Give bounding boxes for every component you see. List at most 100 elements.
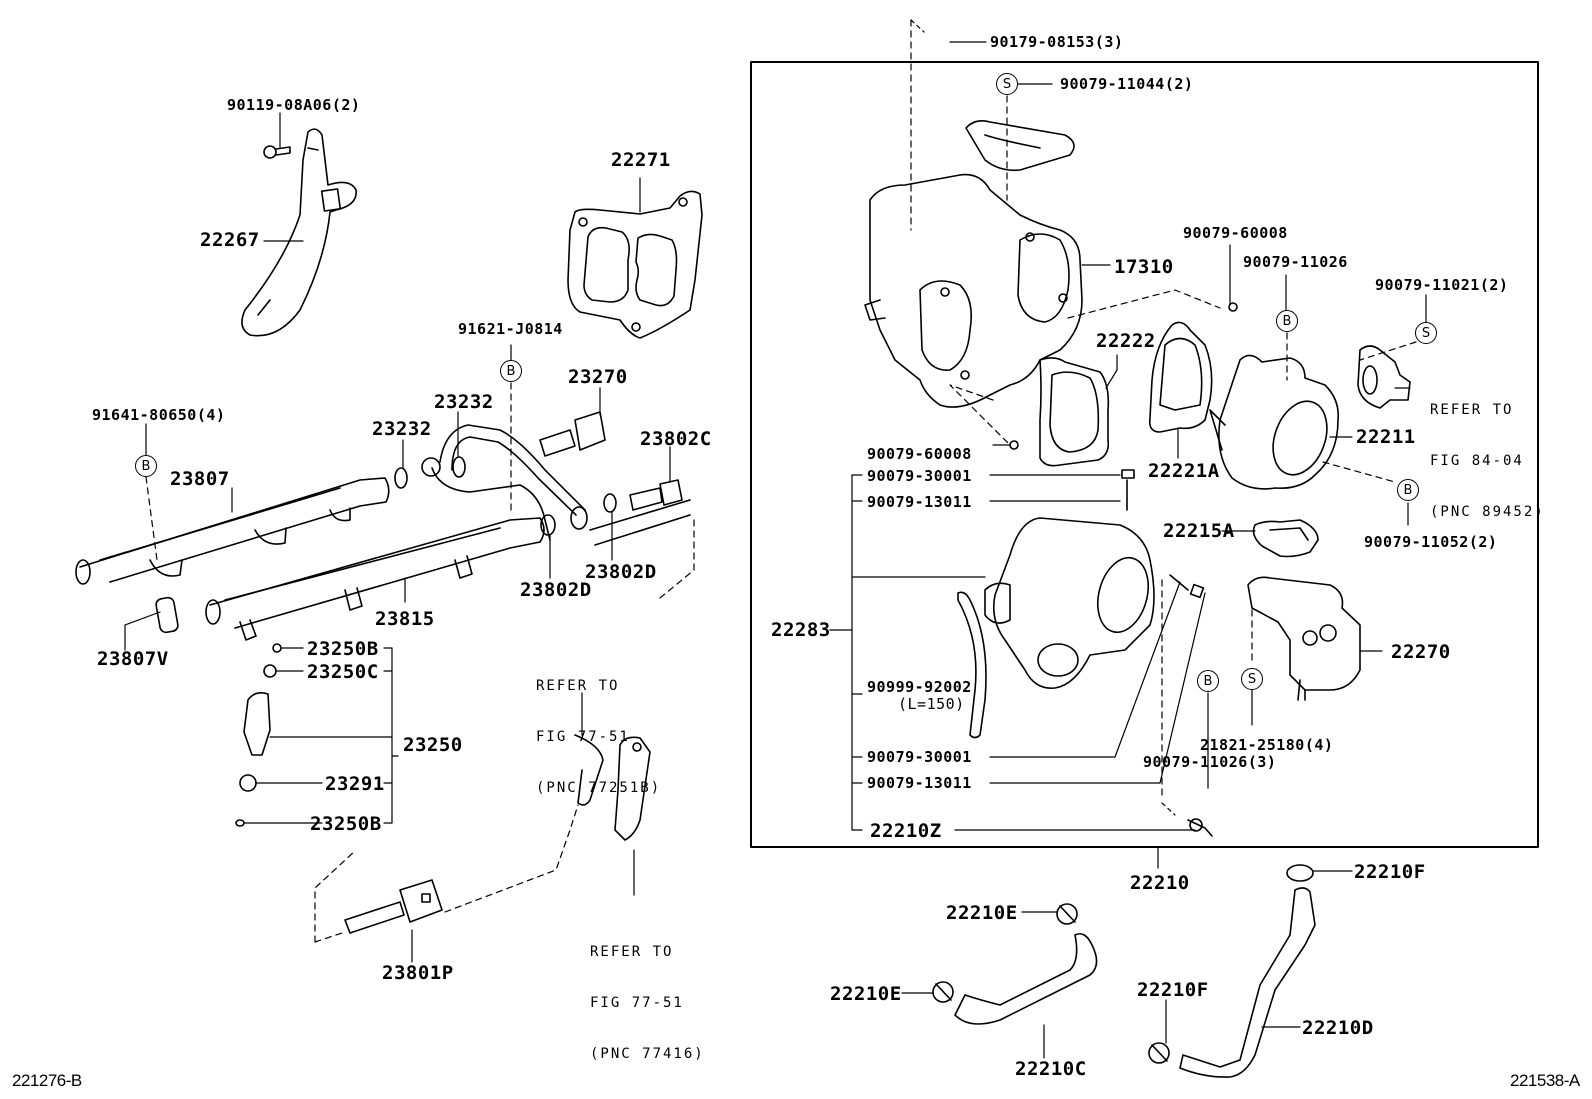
reference-note-89452: REFER TO FIG 84-04 (PNC 89452) bbox=[1430, 368, 1545, 538]
stud-bolts bbox=[1121, 469, 1213, 837]
part-23802d-a[interactable]: 23802D bbox=[585, 561, 657, 583]
part-22221a[interactable]: 22221A bbox=[1148, 460, 1220, 482]
part-23802c[interactable]: 23802C bbox=[640, 428, 712, 450]
fuel-pipe-23232 bbox=[421, 424, 691, 546]
o-ring-90079-60008-a bbox=[1228, 302, 1238, 312]
badge-b-90079-11052: B bbox=[1397, 479, 1419, 501]
part-21821-25180[interactable]: 21821-25180(4) bbox=[1200, 736, 1334, 754]
part-23815[interactable]: 23815 bbox=[375, 608, 435, 630]
part-22270[interactable]: 22270 bbox=[1391, 641, 1451, 663]
reference-line: (PNC 77416) bbox=[590, 1046, 705, 1062]
reference-line: FIG 84-04 bbox=[1430, 453, 1524, 469]
part-17310[interactable]: 17310 bbox=[1114, 256, 1174, 278]
throttle-body-22211 bbox=[1209, 354, 1340, 490]
part-23250b-a[interactable]: 23250B bbox=[307, 638, 379, 660]
badge-s-90079-11021: S bbox=[1415, 322, 1437, 344]
gasket-22271 bbox=[567, 190, 703, 339]
part-22215a[interactable]: 22215A bbox=[1163, 520, 1235, 542]
part-22210e-a[interactable]: 22210E bbox=[946, 902, 1018, 924]
badge-b-91621: B bbox=[500, 360, 522, 382]
part-22210z[interactable]: 22210Z bbox=[870, 820, 942, 842]
part-22211[interactable]: 22211 bbox=[1356, 426, 1416, 448]
hose-22210d bbox=[1179, 887, 1316, 1078]
pressure-damper-23807v bbox=[155, 596, 179, 634]
part-22210c[interactable]: 22210C bbox=[1015, 1058, 1087, 1080]
idle-speed-control-22270 bbox=[1247, 576, 1361, 701]
part-90079-60008-a[interactable]: 90079-60008 bbox=[1183, 224, 1288, 242]
intake-plenum-17310 bbox=[864, 173, 1083, 408]
part-23250c[interactable]: 23250C bbox=[307, 661, 379, 683]
bracket-22267 bbox=[241, 128, 357, 337]
part-22210[interactable]: 22210 bbox=[1130, 872, 1190, 894]
part-23232-b[interactable]: 23232 bbox=[434, 391, 494, 413]
part-90179-08153[interactable]: 90179-08153(3) bbox=[990, 33, 1124, 51]
gasket-22215a bbox=[1252, 519, 1319, 558]
hose-90999-92002 bbox=[957, 591, 987, 739]
part-23250b-b[interactable]: 23250B bbox=[310, 813, 382, 835]
part-90079-11044[interactable]: 90079-11044(2) bbox=[1060, 75, 1194, 93]
part-22210e-b[interactable]: 22210E bbox=[830, 983, 902, 1005]
clamp-22210e-b bbox=[932, 981, 954, 1003]
part-91641-80650[interactable]: 91641-80650(4) bbox=[92, 406, 226, 424]
part-23801p[interactable]: 23801P bbox=[382, 962, 454, 984]
part-90079-13011-b[interactable]: 90079-13011 bbox=[867, 774, 972, 792]
part-23232-a[interactable]: 23232 bbox=[372, 418, 432, 440]
part-22210d[interactable]: 22210D bbox=[1302, 1017, 1374, 1039]
connector-leader-lines bbox=[314, 692, 635, 963]
connector-23801p bbox=[344, 879, 443, 934]
assembly-frame-22210 bbox=[750, 61, 1539, 848]
badge-b-91641: B bbox=[135, 455, 157, 477]
washer-23802d bbox=[603, 493, 617, 513]
badge-s-90079-11044: S bbox=[996, 73, 1018, 95]
part-90999-length: (L=150) bbox=[898, 695, 965, 713]
gasket-22221a bbox=[1148, 321, 1213, 433]
o-ring-90079-60008-b bbox=[1009, 440, 1019, 450]
bolt-90119 bbox=[263, 145, 291, 159]
part-90079-11021[interactable]: 90079-11021(2) bbox=[1375, 276, 1509, 294]
part-22210f-a[interactable]: 22210F bbox=[1354, 861, 1426, 883]
part-22210f-b[interactable]: 22210F bbox=[1137, 979, 1209, 1001]
badge-s-21821: S bbox=[1241, 668, 1263, 690]
union-bolt-23802c bbox=[629, 479, 683, 511]
part-23270[interactable]: 23270 bbox=[568, 366, 628, 388]
part-90119-08a06[interactable]: 90119-08A06(2) bbox=[227, 96, 361, 114]
part-22271[interactable]: 22271 bbox=[611, 149, 671, 171]
heat-insulator bbox=[965, 120, 1075, 172]
part-91621-j0814[interactable]: 91621-J0814 bbox=[458, 320, 563, 338]
sensor-23270 bbox=[539, 411, 606, 457]
reference-note-77416: REFER TO FIG 77-51 (PNC 77416) bbox=[590, 910, 705, 1080]
reference-line: REFER TO bbox=[1430, 402, 1514, 418]
part-23802d-b[interactable]: 23802D bbox=[520, 579, 592, 601]
hose-22210c bbox=[954, 932, 1098, 1025]
injector-bracket-lines bbox=[243, 647, 399, 824]
part-23250[interactable]: 23250 bbox=[403, 734, 463, 756]
part-90079-11026[interactable]: 90079-11026 bbox=[1243, 253, 1348, 271]
part-90079-30001-b[interactable]: 90079-30001 bbox=[867, 748, 972, 766]
part-90999-92002[interactable]: 90999-92002 bbox=[867, 678, 972, 696]
part-23807v[interactable]: 23807V bbox=[97, 648, 169, 670]
clamp-22210f bbox=[1286, 864, 1314, 882]
part-90079-30001-a[interactable]: 90079-30001 bbox=[867, 467, 972, 485]
part-22267[interactable]: 22267 bbox=[200, 229, 260, 251]
part-22283[interactable]: 22283 bbox=[771, 619, 831, 641]
reference-line: (PNC 77251B) bbox=[536, 780, 662, 796]
part-90079-11026-3[interactable]: 90079-11026(3) bbox=[1143, 753, 1277, 771]
gasket-22222 bbox=[1039, 357, 1110, 467]
reference-line: (PNC 89452) bbox=[1430, 504, 1545, 520]
bracket-22283-lines bbox=[829, 474, 1209, 831]
injector-23250 bbox=[235, 643, 282, 827]
badge-b-90079-11026-3: B bbox=[1197, 670, 1219, 692]
fuel-rail-23815 bbox=[205, 517, 545, 641]
part-22222[interactable]: 22222 bbox=[1096, 330, 1156, 352]
reference-line: REFER TO bbox=[590, 944, 674, 960]
reference-note-77251b: REFER TO FIG 77-51 (PNC 77251B) bbox=[536, 644, 661, 814]
part-90079-60008-b[interactable]: 90079-60008 bbox=[867, 445, 972, 463]
reference-line: FIG 77-51 bbox=[590, 995, 684, 1011]
part-23807[interactable]: 23807 bbox=[170, 468, 230, 490]
badge-b-90079-11026: B bbox=[1276, 310, 1298, 332]
part-90079-11052[interactable]: 90079-11052(2) bbox=[1364, 533, 1498, 551]
fuel-rail-23807 bbox=[75, 477, 390, 585]
part-23291[interactable]: 23291 bbox=[325, 773, 385, 795]
part-90079-13011-a[interactable]: 90079-13011 bbox=[867, 493, 972, 511]
